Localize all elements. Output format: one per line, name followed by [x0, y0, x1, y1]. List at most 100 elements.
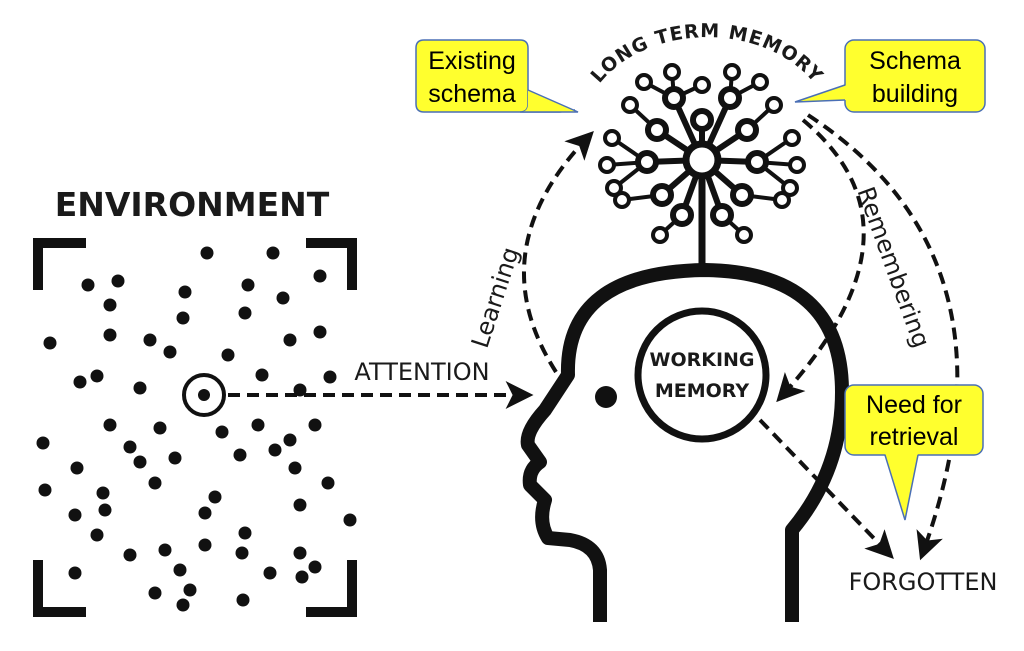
stimulus-dot: [208, 490, 222, 504]
callout-need-for-retrieval-line2: retrieval: [870, 423, 959, 451]
stimulus-dot: [68, 508, 82, 522]
stimulus-dot: [323, 370, 337, 384]
stimulus-dot: [313, 269, 327, 283]
stimulus-dot: [43, 336, 57, 350]
environment-title: ENVIRONMENT: [55, 185, 330, 224]
stimulus-dot: [73, 375, 87, 389]
stimulus-dot: [163, 345, 177, 359]
network-node: [605, 179, 623, 197]
stimulus-dot: [103, 328, 117, 342]
stimulus-dot: [293, 546, 307, 560]
stimulus-dot: [111, 274, 125, 288]
stimulus-dot: [148, 476, 162, 490]
stimulus-dot: [103, 298, 117, 312]
network-node: [751, 73, 769, 91]
stimulus-dot: [96, 486, 110, 500]
network-node: [788, 156, 806, 174]
callout-schema-building: Schema building: [794, 39, 986, 113]
stimulus-dot: [321, 476, 335, 490]
learning-label: Learning: [466, 244, 525, 352]
stimulus-dot: [255, 368, 269, 382]
network-node: [693, 76, 711, 94]
stimulus-dot: [123, 548, 137, 562]
network-node: [650, 183, 674, 207]
network-node: [723, 63, 741, 81]
network-node: [735, 226, 753, 244]
stimulus-dot: [153, 421, 167, 435]
stimulus-dot: [343, 513, 357, 527]
forgotten-label: FORGOTTEN: [849, 568, 998, 596]
working-memory-label-line1: WORKING: [649, 349, 754, 371]
network-node: [783, 129, 801, 147]
head-outline: [520, 263, 849, 622]
network-node: [670, 203, 694, 227]
network-node: [598, 156, 616, 174]
stimulus-dot: [215, 425, 229, 439]
environment-frame: [33, 238, 357, 617]
network-node: [635, 150, 659, 174]
callout-schema-building-line1: Schema: [869, 47, 961, 75]
stimulus-dot: [81, 278, 95, 292]
stimulus-dot: [236, 593, 250, 607]
stimulus-dot: [158, 543, 172, 557]
stimulus-dot: [233, 448, 247, 462]
long-term-memory-label: LONG TERM MEMORY: [586, 20, 827, 87]
stimulus-dot: [133, 381, 147, 395]
stimulus-dot: [283, 333, 297, 347]
stimulus-dot: [308, 418, 322, 432]
long-term-memory-label-text: LONG TERM MEMORY: [586, 20, 826, 87]
stimulus-dot: [283, 433, 297, 447]
stimulus-dot: [238, 306, 252, 320]
stimulus-dot: [241, 278, 255, 292]
stimulus-dot: [308, 560, 322, 574]
stimulus-dot: [178, 285, 192, 299]
stimulus-dot: [173, 563, 187, 577]
callout-existing-schema: Existing schema: [415, 39, 579, 113]
stimulus-dot: [293, 498, 307, 512]
stimulus-dot: [295, 570, 309, 584]
stimulus-dot: [183, 583, 197, 597]
network-node: [645, 118, 669, 142]
network-node: [621, 96, 639, 114]
stimulus-dot: [176, 598, 190, 612]
attention-label: ATTENTION: [354, 358, 489, 386]
stimulus-dot: [313, 325, 327, 339]
stimulus-dot: [98, 503, 112, 517]
stimulus-dot: [68, 566, 82, 580]
network-node: [773, 191, 791, 209]
stimulus-dot: [263, 566, 277, 580]
ltm-forgotten-arrow: [806, 113, 960, 561]
network-node: [745, 150, 769, 174]
network-node: [613, 191, 631, 209]
stimulus-dot: [38, 483, 52, 497]
stimulus-dot: [235, 546, 249, 560]
stimulus-dot: [276, 291, 290, 305]
stimulus-dot: [266, 246, 280, 260]
stimulus-dot: [103, 418, 117, 432]
network-node: [781, 179, 799, 197]
stimulus-dot: [143, 333, 157, 347]
environment-stimuli-dots: [36, 246, 357, 612]
stimulus-dot: [148, 586, 162, 600]
network-node: [735, 118, 759, 142]
stimulus-dot: [176, 311, 190, 325]
remembering-label: Remembering: [851, 183, 935, 351]
stimulus-dot: [198, 506, 212, 520]
working-memory-circle: [634, 307, 770, 443]
stimulus-dot: [221, 348, 235, 362]
network-node: [603, 129, 621, 147]
network-node: [690, 108, 714, 132]
stimulus-dot: [168, 451, 182, 465]
callout-need-for-retrieval-line1: Need for: [866, 391, 962, 419]
stimulus-dot: [133, 455, 147, 469]
network-node: [718, 86, 742, 110]
stimulus-dot: [198, 538, 212, 552]
eye-icon: [595, 386, 617, 408]
stimulus-dot: [123, 440, 137, 454]
stimulus-dot: [288, 461, 302, 475]
stimulus-dot: [238, 526, 252, 540]
network-node: [730, 183, 754, 207]
network-node: [663, 63, 681, 81]
network-node: [662, 86, 686, 110]
stimulus-dot: [200, 246, 214, 260]
